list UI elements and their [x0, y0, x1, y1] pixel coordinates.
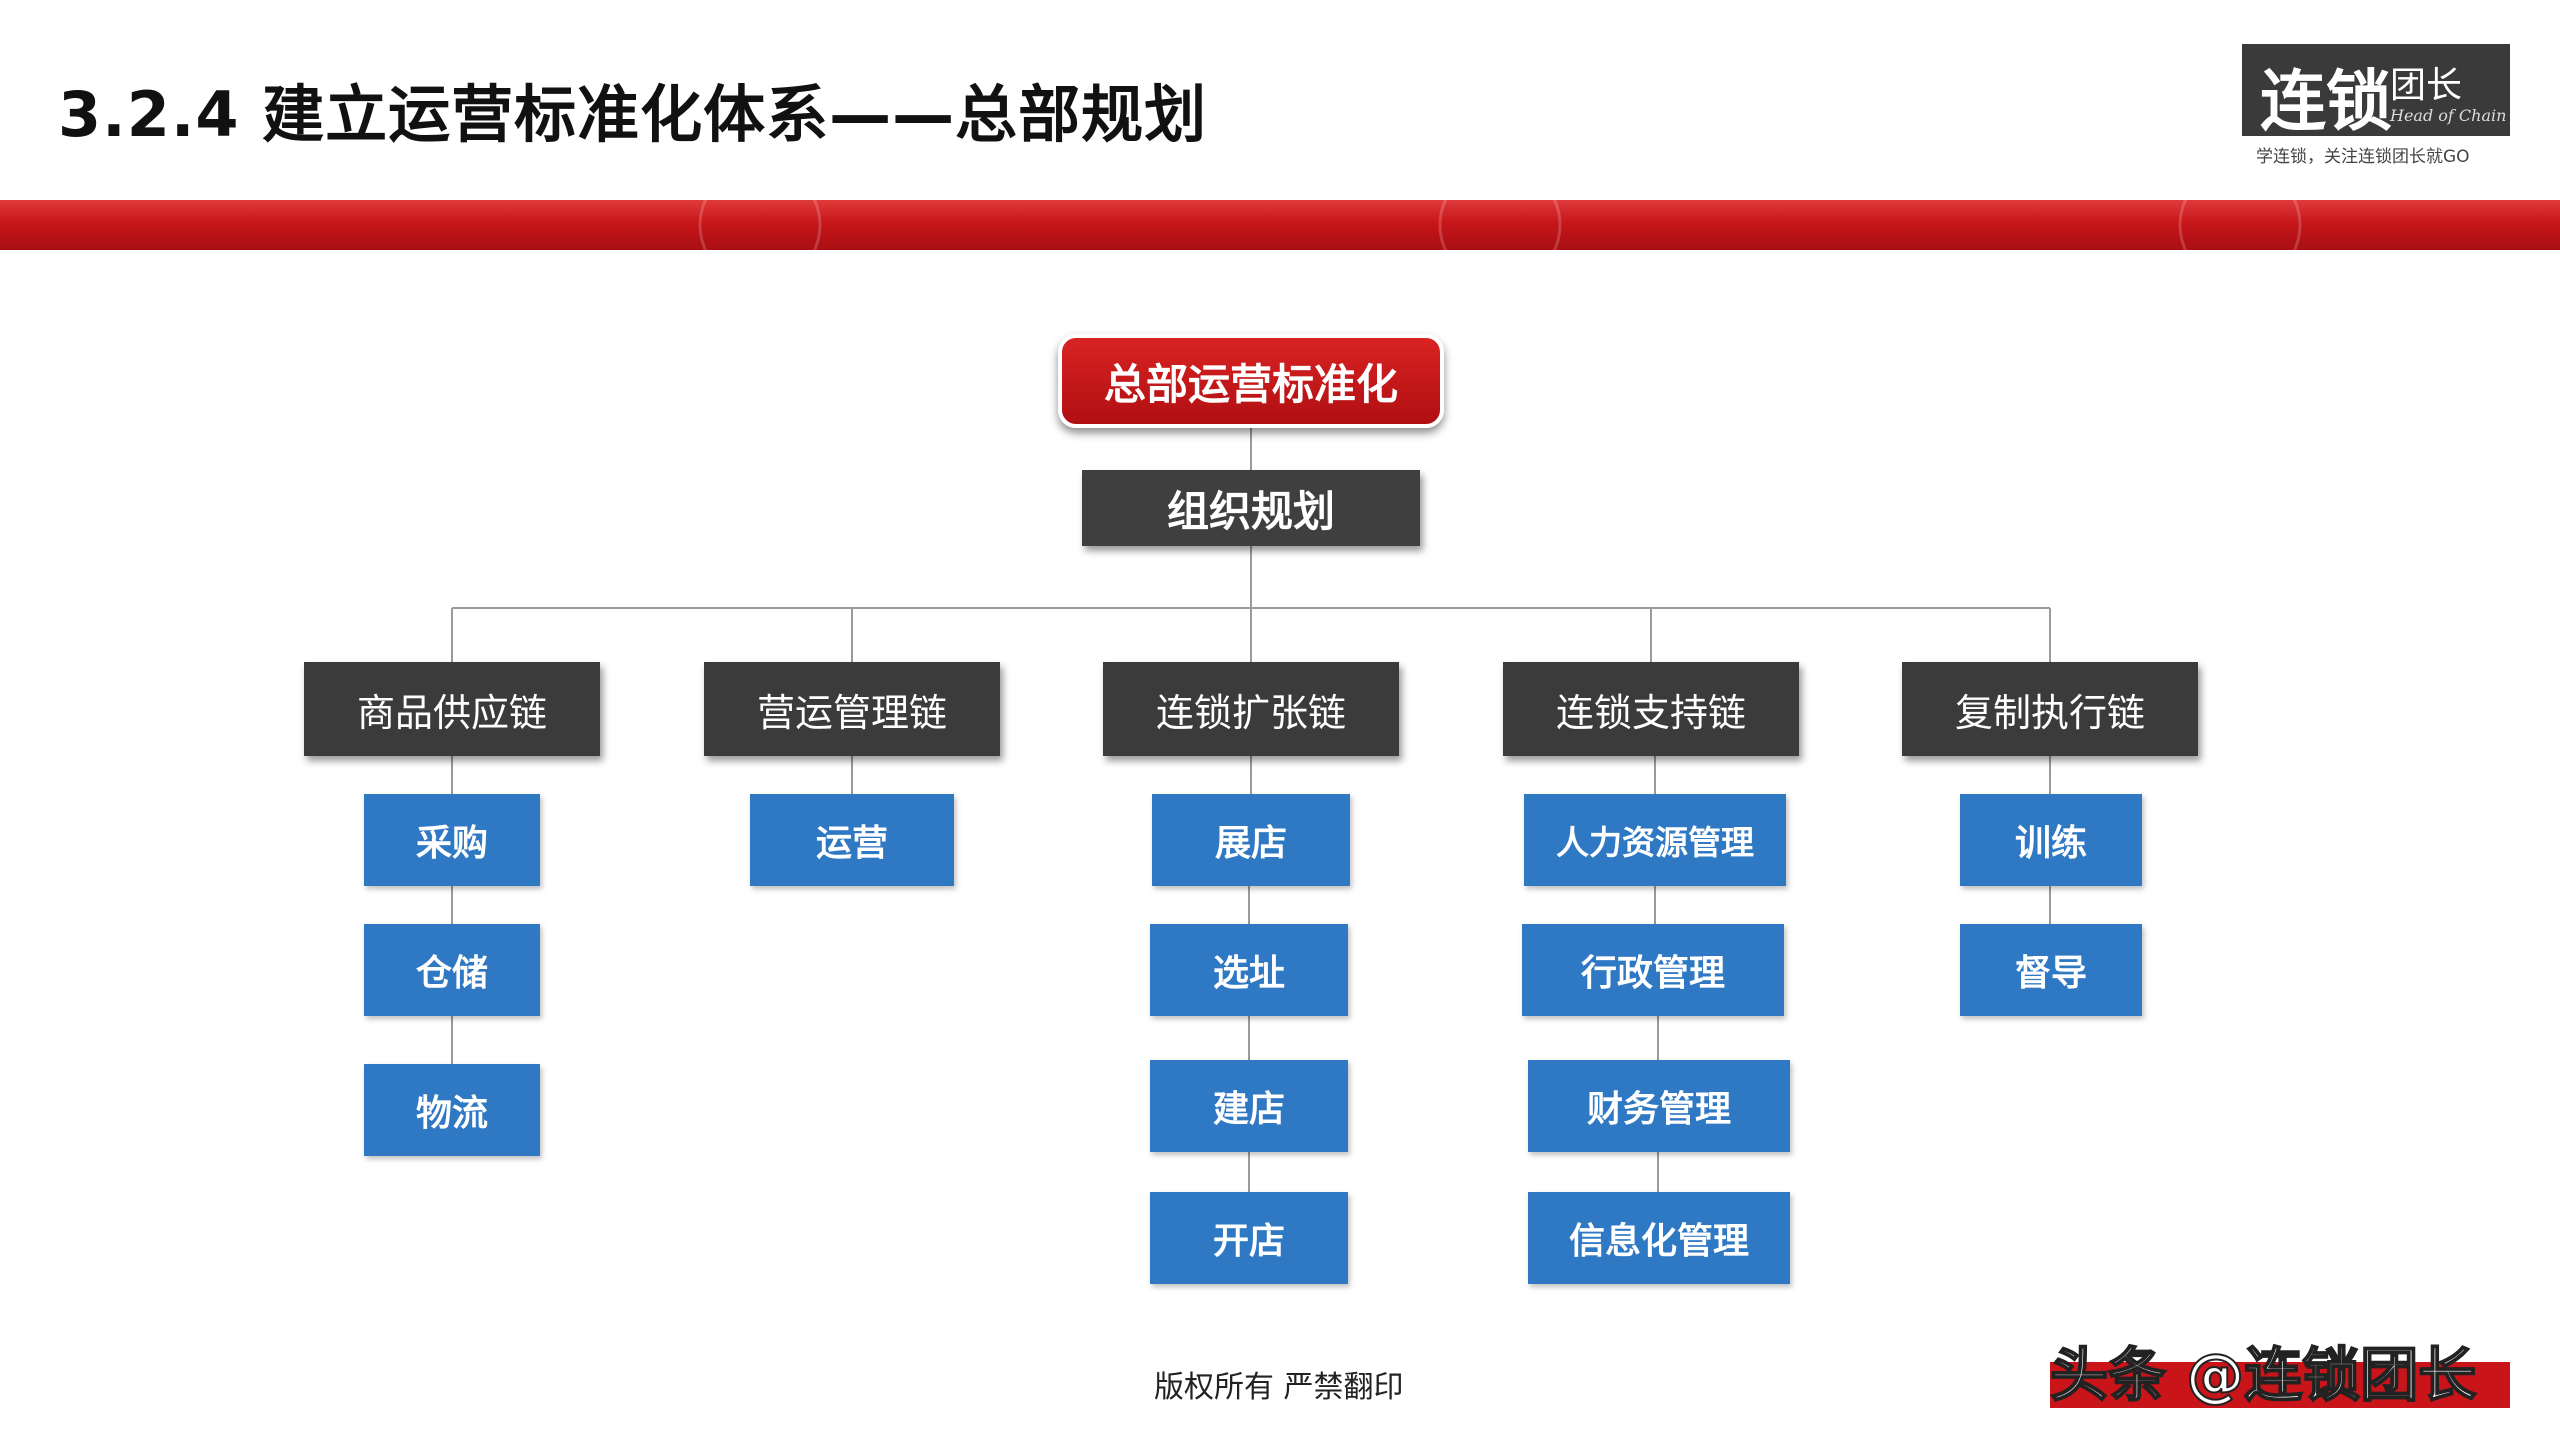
logo-main-text: 连锁 [2260, 62, 2392, 140]
chain-node-expansion: 连锁扩张链 [1103, 662, 1399, 756]
leaf-node: 仓储 [364, 924, 540, 1016]
page-title: 3.2.4 建立运营标准化体系——总部规划 [58, 78, 1208, 151]
leaf-node: 建店 [1150, 1060, 1348, 1152]
leaf-node: 督导 [1960, 924, 2142, 1016]
leaf-node: 开店 [1150, 1192, 1348, 1284]
watermark-pattern [698, 200, 2302, 250]
leaf-node: 物流 [364, 1064, 540, 1156]
leaf-node: 训练 [1960, 794, 2142, 886]
chain-node-support: 连锁支持链 [1503, 662, 1799, 756]
org-planning-node: 组织规划 [1082, 470, 1420, 546]
root-node: 总部运营标准化 [1058, 334, 1444, 428]
brand-logo: 连锁 团长 Head of Chain [2242, 44, 2510, 140]
leaf-node: 展店 [1152, 794, 1350, 886]
corner-watermark: 头条 @连锁团长 [2049, 1340, 2477, 1410]
leaf-node: 采购 [364, 794, 540, 886]
chain-node-supply: 商品供应链 [304, 662, 600, 756]
logo-english-text: Head of Chain [2390, 106, 2507, 125]
logo-tagline: 学连锁，关注连锁团长就GO [2256, 147, 2470, 167]
chain-node-operations: 营运管理链 [704, 662, 1000, 756]
header-red-band [0, 200, 2560, 250]
copyright-notice: 版权所有 严禁翻印 [1154, 1370, 1404, 1405]
corner-red-bar [2050, 1362, 2510, 1408]
leaf-node: 选址 [1150, 924, 1348, 1016]
leaf-node: 财务管理 [1528, 1060, 1790, 1152]
chain-node-execution: 复制执行链 [1902, 662, 2198, 756]
leaf-node: 行政管理 [1522, 924, 1784, 1016]
logo-sub-text: 团长 [2390, 65, 2463, 106]
leaf-node: 人力资源管理 [1524, 794, 1786, 886]
leaf-node: 运营 [750, 794, 954, 886]
leaf-node: 信息化管理 [1528, 1192, 1790, 1284]
